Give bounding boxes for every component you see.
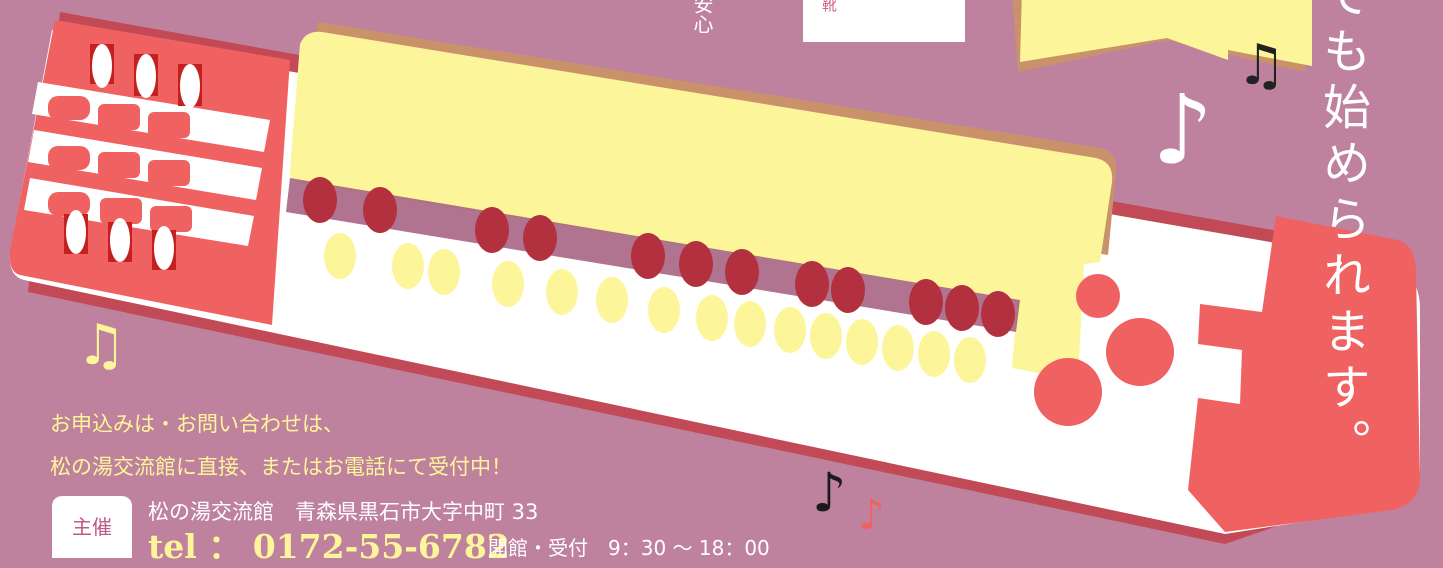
top-white-card (803, 0, 965, 42)
top-yellow-banner (1020, 0, 1312, 66)
soundboard (289, 31, 1113, 380)
beamed-notes-icon: ♫ (1236, 33, 1287, 98)
instrument (9, 12, 1420, 544)
application-note: お申込みは・お問い合わせは、 (50, 412, 344, 436)
organizer-address: 松の湯交流館 青森県黒石市大字中町 33 (148, 500, 539, 524)
music-note-icon: ♪ (812, 461, 847, 524)
organizer-badge: 主催 (52, 496, 132, 558)
vertical-small-text: 安心 (690, 0, 714, 34)
keys-dark (303, 177, 1015, 337)
strip-notches (48, 96, 192, 232)
music-note-icon: ♪ (1152, 74, 1214, 186)
opening-hours: 開館・受付 9：30 〜 18：00 (488, 536, 770, 560)
tuning-pegs-top (90, 44, 202, 108)
music-note-icon: ♪ (858, 490, 885, 539)
reception-note: 松の湯交流館に直接、またはお電話にて受付中！ (50, 455, 512, 479)
sound-holes (1034, 274, 1174, 426)
keys-yellow (324, 233, 986, 383)
instrument-right-end (1188, 216, 1420, 532)
card-label: 靴 (822, 0, 838, 14)
beamed-notes-icon: ♫ (76, 313, 127, 378)
phone-number[interactable]: tel ： 0172-55-6782 (148, 527, 510, 566)
tuning-pegs-bottom (64, 210, 176, 270)
vertical-heading: でも始められます。 (1314, 0, 1370, 474)
